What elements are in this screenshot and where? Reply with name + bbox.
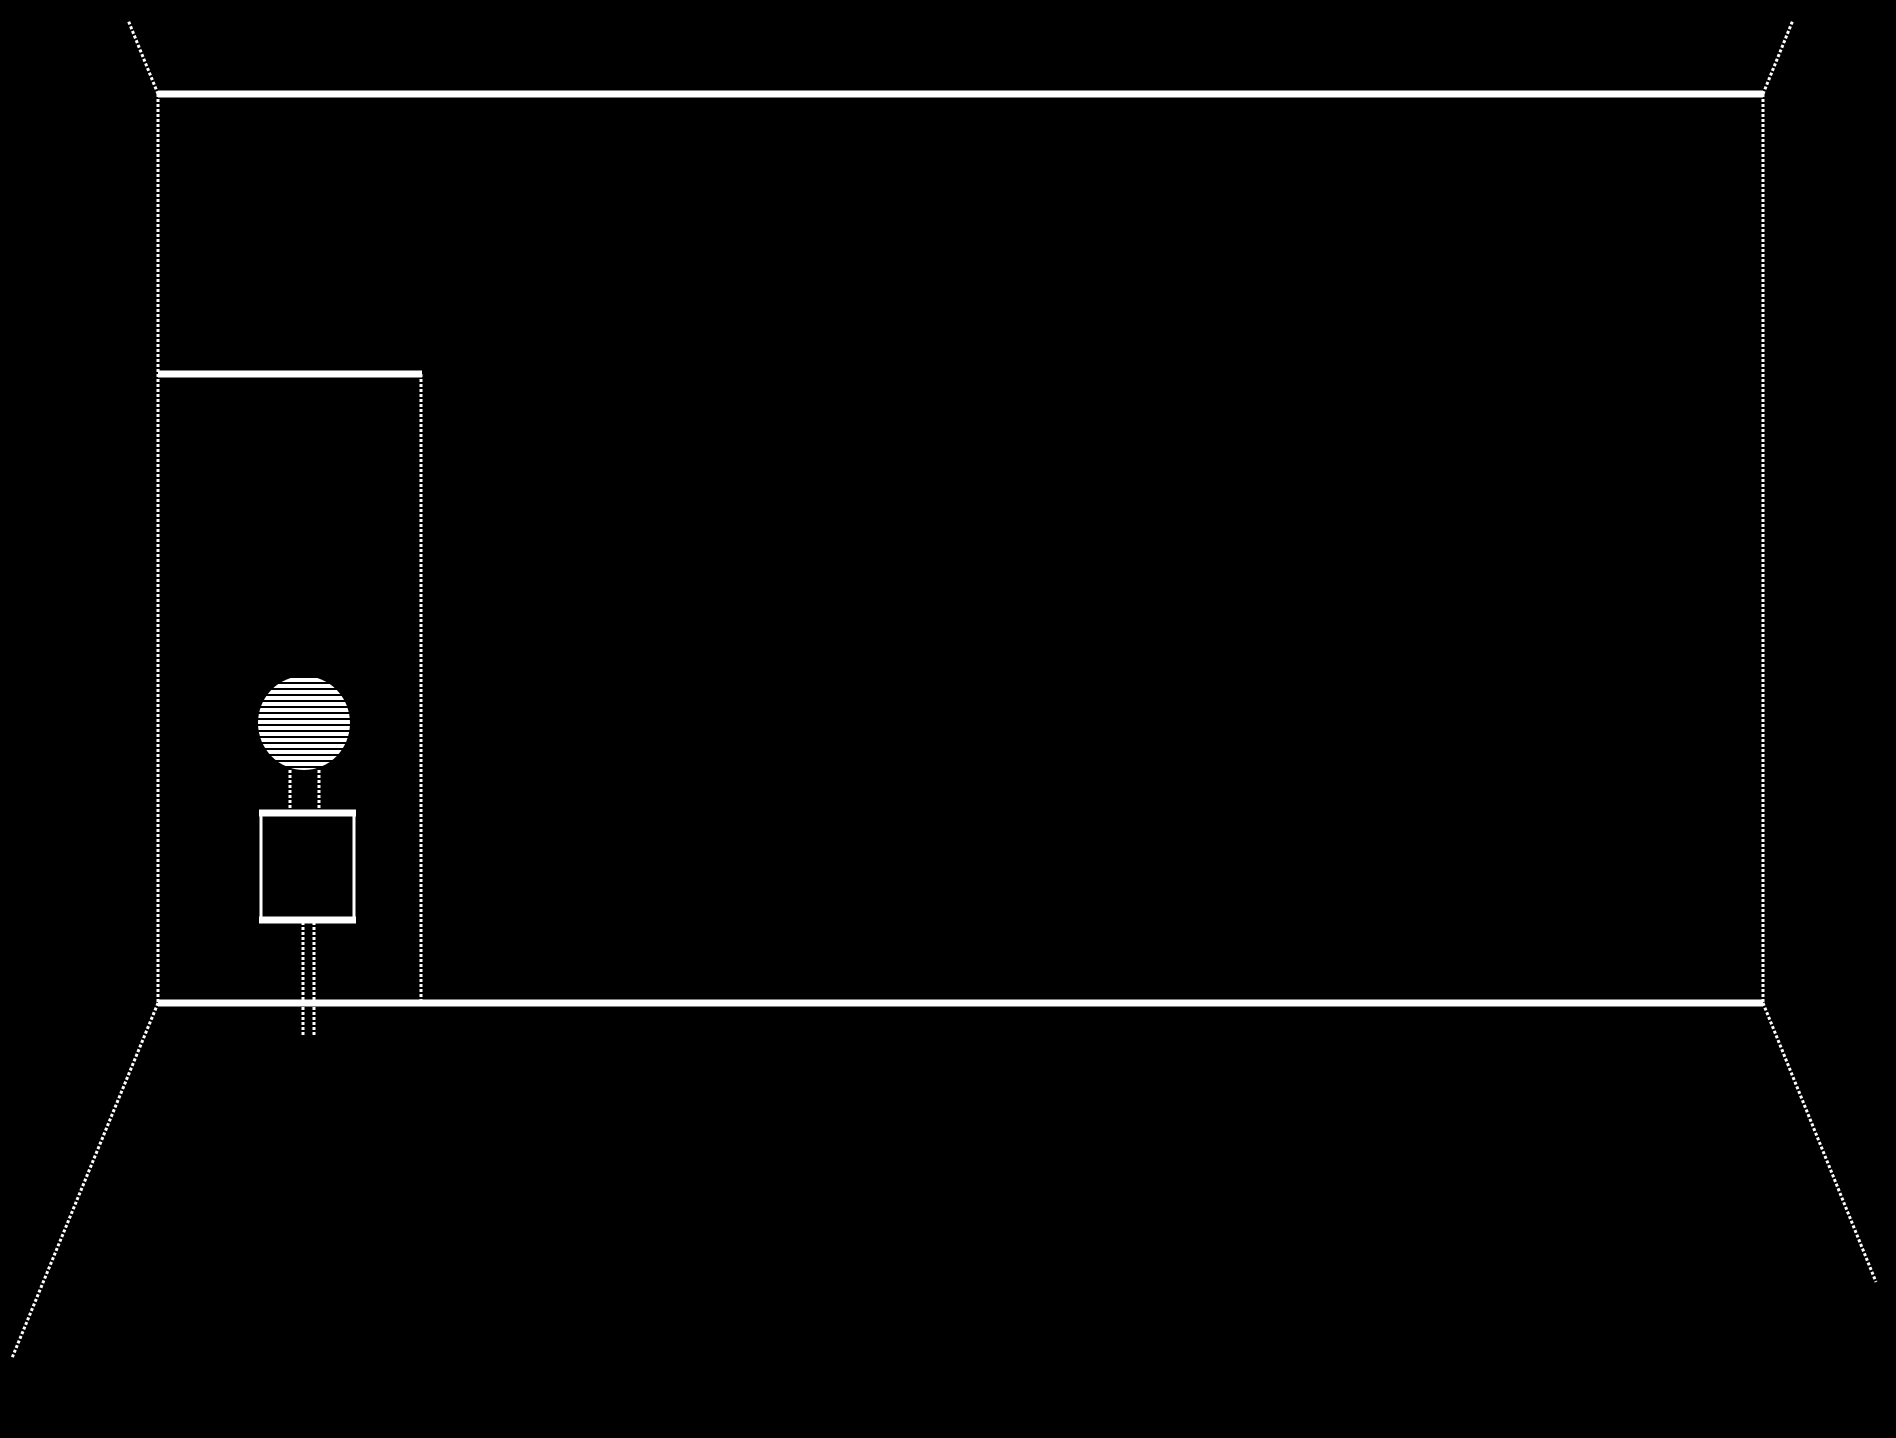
ceiling-left-edge xyxy=(126,19,160,95)
room-wireframe xyxy=(10,19,1878,1359)
floor-right-edge xyxy=(1761,1002,1878,1283)
striped-circle-head xyxy=(258,676,350,770)
floor-left-edge xyxy=(10,1002,160,1359)
ceiling-right-edge xyxy=(1761,19,1795,95)
square-torso xyxy=(259,812,356,922)
open-doorway[interactable] xyxy=(158,370,423,1003)
stick-figure-player[interactable] xyxy=(258,676,356,1036)
